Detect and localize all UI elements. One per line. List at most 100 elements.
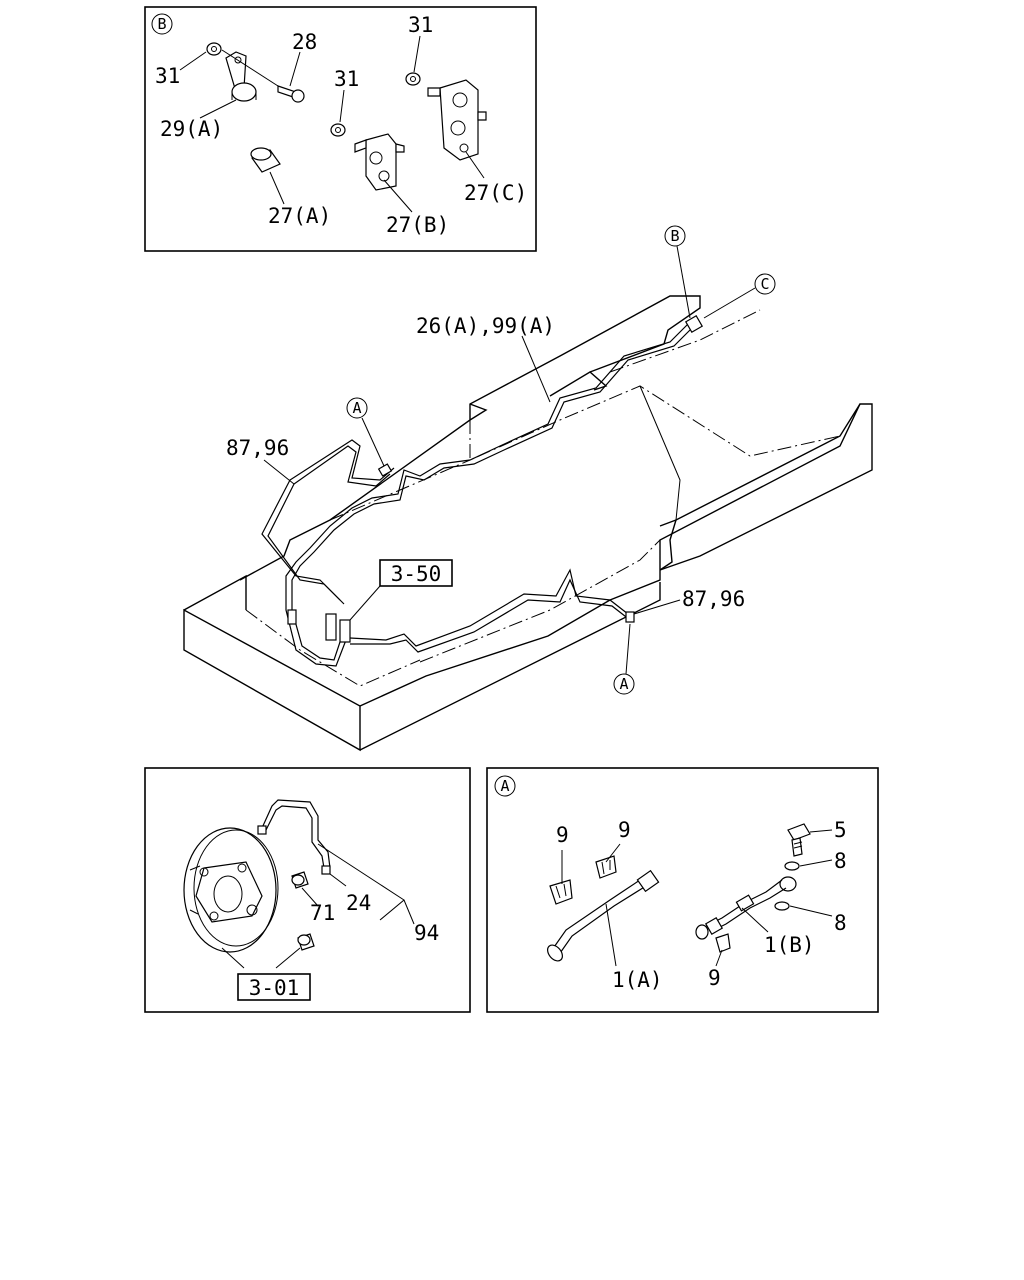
label-31-right: 31 [408,13,433,37]
leader-87-96-left [263,459,295,485]
backing-plate [183,827,279,953]
leader-9-middle [605,843,621,863]
ref-3-50: 3-50 [391,562,442,586]
inset-b-frame [144,6,537,252]
leader-27a [269,171,285,205]
leader-29a [199,99,237,119]
pipe-nut-bottom [321,865,331,875]
leader-26a-99a [521,335,551,403]
leader-31-middle [339,89,345,123]
label-87-96-right: 87,96 [682,587,745,611]
clip-29a [225,51,257,102]
washer-8-bottom [774,901,790,911]
leader-1a [605,903,617,967]
ref-3-01: 3-01 [249,976,300,1000]
hidden-line-left [329,459,471,521]
leader-axis-bolt [221,49,279,87]
frame-break-mid [659,518,678,571]
frame-crossmember-top [675,403,861,521]
ref-box-3-50 [379,559,453,587]
leader-8-top [799,859,833,867]
leader-71 [301,887,319,907]
bracket-27c [427,79,487,161]
marker-a-bottom: A [619,675,628,693]
leader-27c [465,151,485,179]
leader-1b [741,907,769,933]
leader-27b [383,179,413,213]
leader-marker-c [703,287,756,319]
label-8-top: 8 [834,849,847,873]
inset-a-marker-circle [494,775,516,797]
marker-b: B [670,227,679,245]
label-26a-99a: 26(A),99(A) [416,314,555,338]
label-1b: 1(B) [764,933,815,957]
cap-part [297,933,315,951]
clip-9-middle [595,855,617,879]
leader-5 [809,829,833,833]
sleeve-27a [250,147,281,173]
inset-a: A [486,767,879,1013]
washer-8-top [784,861,800,871]
inset-b-marker-circle [151,13,173,35]
bracket-27b [354,133,405,191]
label-27c: 27(C) [464,181,527,205]
bolt-5 [787,823,811,857]
marker-a-bottom-circle [613,673,635,695]
brake-pipe-24-inner [265,805,325,869]
leader-marker-a-bottom [625,623,631,675]
clip-9-bottom [715,933,731,953]
frame-left-end [183,574,247,611]
frame-break-left [469,403,488,421]
bolt-28 [277,85,305,103]
nut-31-middle [330,123,346,137]
frame-right-rail [359,403,873,707]
marker-c: C [760,275,769,293]
label-9-bottom: 9 [708,966,721,990]
label-5: 5 [834,818,847,842]
inset-b: B [144,6,537,252]
hose-1a [547,869,660,962]
leader-94 [403,899,415,925]
label-24: 24 [346,891,371,915]
hose-1b [695,876,797,940]
hidden-line-front [245,609,421,687]
ref-box-3-01 [237,973,311,1001]
nut-31-right [405,72,421,86]
label-71: 71 [310,901,335,925]
hidden-line-cross [469,385,841,461]
leader-28 [289,51,301,87]
main-frame-view: 3-50 B C A A 26(A),99(A) 87,96 87,96 [183,225,873,752]
label-1a: 1(A) [612,968,663,992]
clip-9-left [549,879,573,905]
frame-left-rail-top [239,295,701,581]
marker-c-circle [754,273,776,295]
label-29a: 29(A) [160,117,223,141]
label-9-left: 9 [556,823,569,847]
inset-a-frame [486,767,879,1013]
leader-marker-a-top [361,417,385,467]
leader-3-01-left [221,947,245,969]
label-31-middle: 31 [334,67,359,91]
pipe-nut-top [257,825,267,835]
marker-a-top: A [352,399,361,417]
marker-a-top-circle [346,397,368,419]
label-27b: 27(B) [386,213,449,237]
junction-blocks [287,314,704,643]
label-9-middle: 9 [618,818,631,842]
nut-31-left [206,42,222,56]
fuel-tank-outline [639,385,681,521]
hidden-line-rear [609,309,761,373]
label-31-left: 31 [155,64,180,88]
leader-marker-b [676,245,691,319]
leader-3-01-right [275,947,301,969]
inset-b-marker: B [157,15,166,33]
label-87-96-left: 87,96 [226,436,289,460]
leader-24 [329,873,347,887]
label-94: 94 [414,921,439,945]
leader-8-bottom [789,905,833,917]
leader-9-bottom [715,949,723,967]
label-28: 28 [292,30,317,54]
inset-a-marker: A [500,777,509,795]
inset-brake: 71 24 94 3-01 [144,767,471,1013]
